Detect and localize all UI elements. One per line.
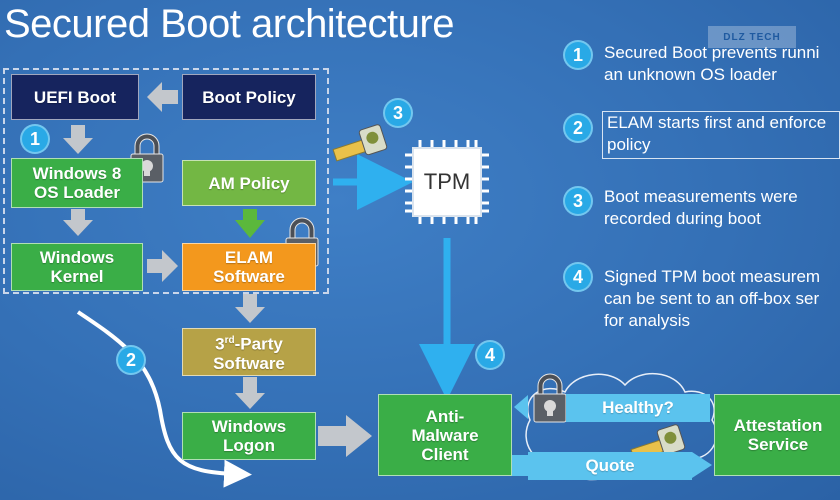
certificate-icon [332, 124, 388, 162]
step-marker-1: 1 [20, 124, 50, 154]
attestation-service-box: Attestation Service [714, 394, 840, 476]
arrow-icon [235, 377, 265, 409]
windows-kernel-box: Windows Kernel [11, 243, 143, 291]
boot-boundary [3, 68, 329, 294]
tpm-chip-pins [405, 140, 489, 224]
quote-banner: Quote [528, 452, 692, 480]
uefi-boot-box: UEFI Boot [11, 74, 139, 120]
lock-icon [533, 373, 567, 423]
step-marker-4: 4 [475, 340, 505, 370]
arrow-icon [235, 209, 265, 238]
note-1-text: Secured Boot prevents runni an unknown O… [604, 43, 820, 84]
note-marker-4: 4 [563, 262, 593, 292]
page-title: Secured Boot architecture [4, 2, 454, 46]
arrow-icon [147, 82, 178, 112]
third-party-line1: 3rd-Party [215, 334, 283, 354]
note-marker-2: 2 [563, 113, 593, 143]
note-2-text: ELAM starts first and enforce policy [602, 111, 840, 159]
arrow-icon [235, 294, 265, 323]
watermark-logo: DLZ TECH [708, 26, 796, 48]
curved-arrow-icon [76, 310, 252, 488]
arrow-icon [63, 209, 93, 236]
note-marker-3: 3 [563, 186, 593, 216]
elam-software-box: ELAM Software [182, 243, 316, 291]
third-party-line2: Software [213, 353, 285, 373]
windows-logon-box: Windows Logon [182, 412, 316, 460]
os-loader-box: Windows 8 OS Loader [11, 158, 143, 208]
third-party-software-box: 3rd-Party Software [182, 328, 316, 376]
step-marker-3: 3 [383, 98, 413, 128]
anti-malware-client-box: Anti- Malware Client [378, 394, 512, 476]
step-marker-2: 2 [116, 345, 146, 375]
am-policy-box: AM Policy [182, 160, 316, 206]
arrow-icon [147, 250, 178, 282]
note-3-text: Boot measurements were recorded during b… [604, 187, 798, 228]
note-4-text: Signed TPM boot measurem can be sent to … [604, 267, 821, 330]
arrow-icon [318, 415, 372, 457]
healthy-banner: Healthy? [566, 394, 710, 422]
tpm-chip: TPM [412, 147, 482, 217]
arrow-icon [63, 125, 93, 154]
note-marker-1: 1 [563, 40, 593, 70]
boot-policy-box: Boot Policy [182, 74, 316, 120]
